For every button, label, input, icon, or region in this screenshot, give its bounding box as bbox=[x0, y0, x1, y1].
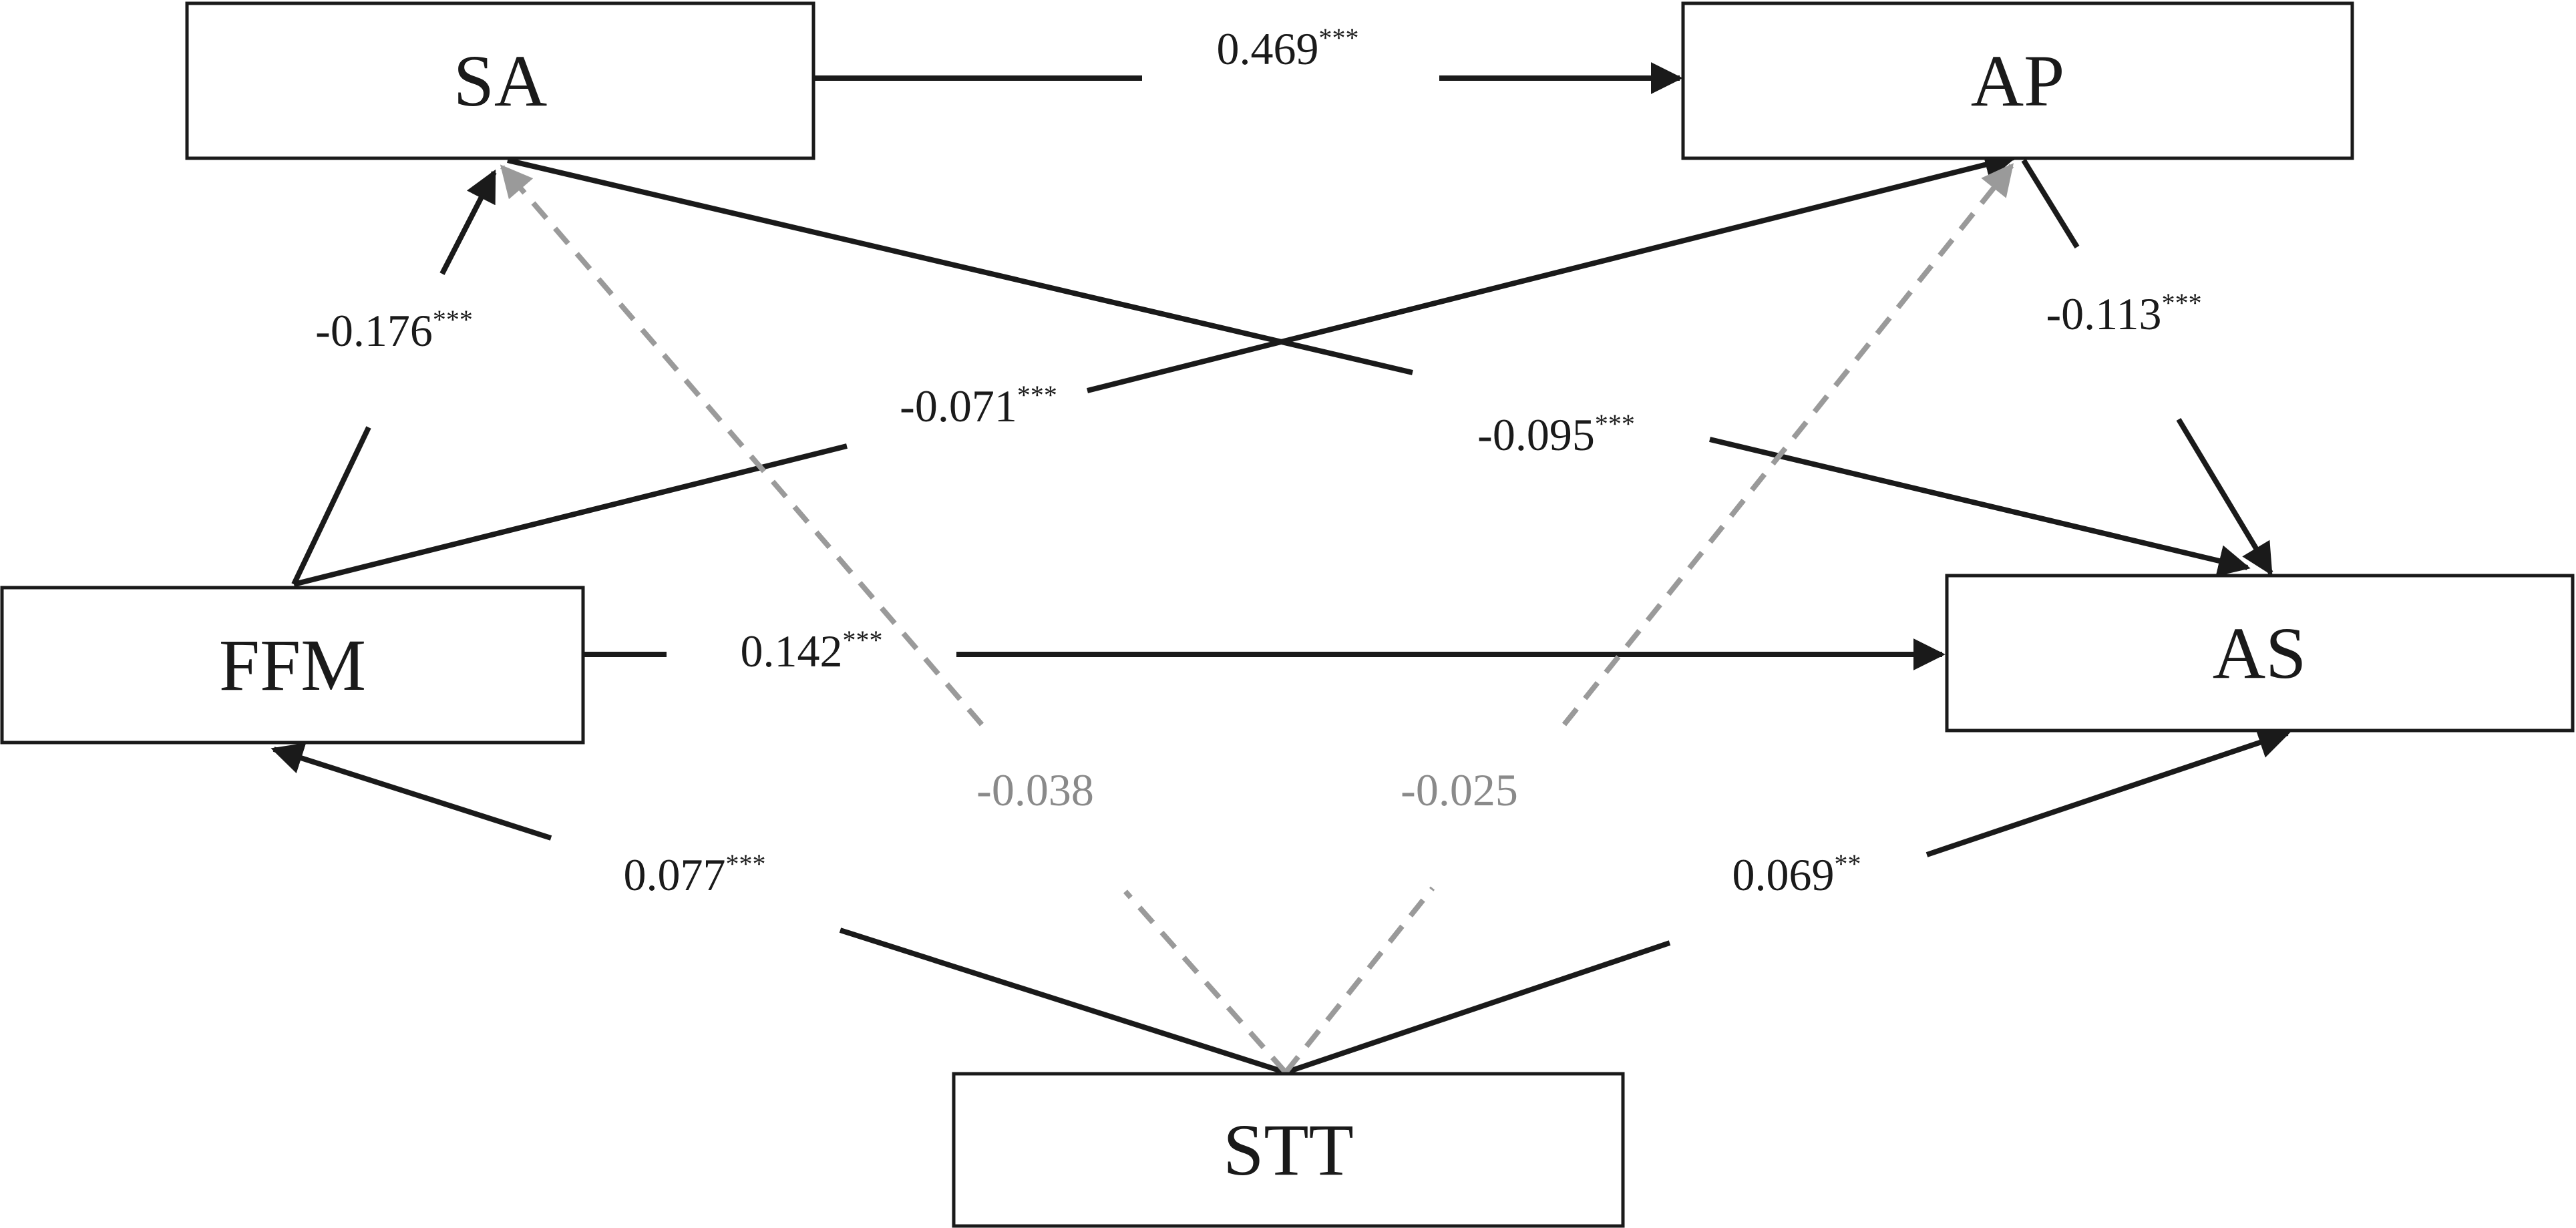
node-ffm: FFM bbox=[0, 586, 585, 745]
coef-sa-ap-value: 0.469 bbox=[1217, 23, 1319, 74]
coef-stt-sa-value: -0.038 bbox=[976, 765, 1094, 815]
path-ffm-to-sa bbox=[291, 169, 497, 586]
coef-sa-as: -0.095*** bbox=[1477, 409, 1635, 460]
node-sa-label: SA bbox=[453, 40, 548, 122]
node-sa: SA bbox=[185, 1, 815, 160]
coef-stt-as: 0.069** bbox=[1732, 849, 1861, 900]
coef-ffm-sa-sig: *** bbox=[433, 304, 473, 335]
node-ffm-label: FFM bbox=[219, 624, 366, 706]
coef-sa-ap-sig: *** bbox=[1319, 23, 1359, 53]
node-stt: STT bbox=[952, 1072, 1625, 1228]
coef-stt-as-sig: ** bbox=[1835, 849, 1861, 879]
node-as: AS bbox=[1945, 574, 2575, 733]
coef-ffm-sa: -0.176*** bbox=[315, 304, 473, 356]
path-ap-to-as bbox=[2021, 158, 2273, 576]
coef-ffm-ap-sig: *** bbox=[1017, 380, 1057, 410]
coef-stt-ffm: 0.077*** bbox=[624, 849, 766, 900]
node-stt-label: STT bbox=[1223, 1109, 1354, 1191]
coef-stt-ffm-value: 0.077 bbox=[624, 849, 726, 900]
coef-stt-ap-value: -0.025 bbox=[1401, 765, 1518, 815]
path-ffm-to-ap bbox=[293, 149, 2017, 587]
coef-ffm-as: 0.142*** bbox=[741, 625, 883, 676]
path-stt-to-ap bbox=[1283, 163, 2014, 1074]
coef-sa-as-sig: *** bbox=[1595, 409, 1635, 439]
node-ap: AP bbox=[1681, 1, 2354, 160]
coef-ffm-as-value: 0.142 bbox=[741, 626, 843, 676]
coef-ap-as-sig: *** bbox=[2162, 288, 2202, 318]
coef-stt-sa: -0.038 bbox=[976, 765, 1094, 815]
node-ap-label: AP bbox=[1971, 40, 2065, 122]
node-as-label: AS bbox=[2213, 612, 2307, 694]
coef-ffm-as-sig: *** bbox=[843, 625, 883, 655]
coef-stt-ffm-sig: *** bbox=[726, 849, 766, 879]
path-stt-to-sa bbox=[500, 164, 1288, 1074]
path-stt-to-as bbox=[1284, 727, 2291, 1075]
coef-stt-ap: -0.025 bbox=[1401, 765, 1518, 815]
path-stt-to-ffm bbox=[270, 743, 1287, 1075]
coef-ap-as-value: -0.113 bbox=[2046, 288, 2161, 339]
coef-ffm-sa-value: -0.176 bbox=[315, 305, 433, 356]
coef-ffm-ap: -0.071*** bbox=[900, 380, 1057, 431]
path-sa-to-as bbox=[507, 158, 2251, 577]
coef-ffm-ap-value: -0.071 bbox=[900, 381, 1017, 431]
coef-sa-ap: 0.469*** bbox=[1217, 23, 1359, 74]
coef-sa-as-value: -0.095 bbox=[1477, 409, 1595, 460]
coef-ap-as: -0.113*** bbox=[2046, 288, 2201, 339]
coef-stt-as-value: 0.069 bbox=[1732, 849, 1835, 900]
